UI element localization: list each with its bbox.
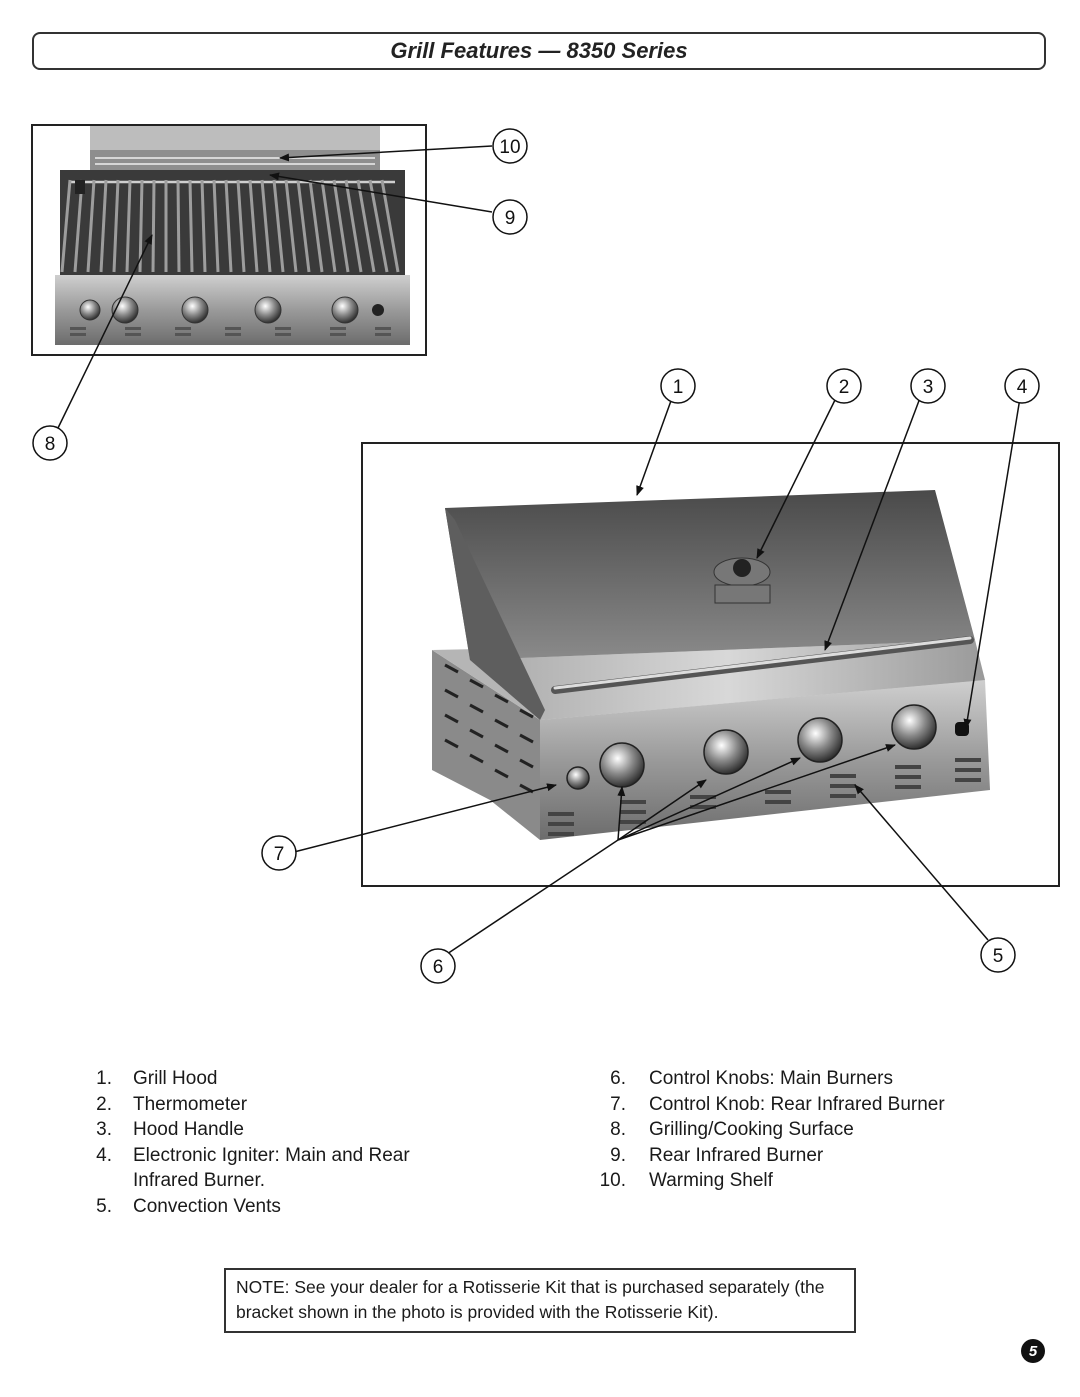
rotisserie-note: NOTE: See your dealer for a Rotisserie K…	[224, 1268, 856, 1333]
legend-item: 6.Control Knobs: Main Burners	[610, 1068, 893, 1089]
legend-item: 2.Thermometer	[96, 1093, 248, 1115]
svg-text:3: 3	[923, 377, 934, 398]
svg-text:2: 2	[839, 377, 850, 398]
callout-circles: 10 9 8 1 2 3 4 7 6 5	[32, 128, 1040, 984]
legend-item: 3.Hood Handle	[96, 1119, 244, 1140]
legend-item: 7.Control Knob: Rear Infrared Burner	[610, 1093, 945, 1115]
legend-item: 8.Grilling/Cooking Surface	[610, 1119, 854, 1140]
svg-text:10: 10	[499, 137, 520, 158]
svg-text:4: 4	[1017, 377, 1028, 398]
callout-10: 10	[492, 128, 528, 164]
svg-text:6: 6	[433, 957, 444, 978]
svg-text:9: 9	[505, 208, 516, 229]
legend-item: 1.Grill Hood	[96, 1068, 218, 1089]
legend-item: 5.Convection Vents	[96, 1195, 281, 1217]
leader-lines	[57, 145, 1021, 961]
callout-6: 6	[420, 948, 456, 984]
svg-text:5: 5	[993, 946, 1004, 967]
callout-9: 9	[492, 199, 528, 235]
callout-3: 3	[910, 368, 946, 404]
legend-item: 9.Rear Infrared Burner	[610, 1144, 824, 1166]
legend-left: 1.Grill Hood 2.Thermometer 3.Hood Handle…	[82, 1066, 463, 1219]
page-title: Grill Features — 8350 Series	[32, 32, 1046, 70]
callout-8: 8	[32, 425, 68, 461]
svg-text:1: 1	[673, 377, 684, 398]
closed-grill-photo	[361, 442, 1060, 887]
svg-text:8: 8	[45, 434, 56, 455]
callout-2: 2	[826, 368, 862, 404]
callout-4: 4	[1004, 368, 1040, 404]
svg-text:7: 7	[274, 844, 285, 865]
legend-right: 6.Control Knobs: Main Burners 7.Control …	[596, 1066, 1049, 1194]
legend-item: 4.Electronic Igniter: Main and Rear Infr…	[96, 1144, 410, 1192]
legend-item: 10.Warming Shelf	[599, 1170, 773, 1191]
callout-1: 1	[660, 368, 696, 404]
open-grill-photo	[31, 124, 427, 356]
page-number: 5	[1021, 1339, 1045, 1363]
callout-7: 7	[261, 835, 297, 871]
callout-5: 5	[980, 937, 1016, 973]
